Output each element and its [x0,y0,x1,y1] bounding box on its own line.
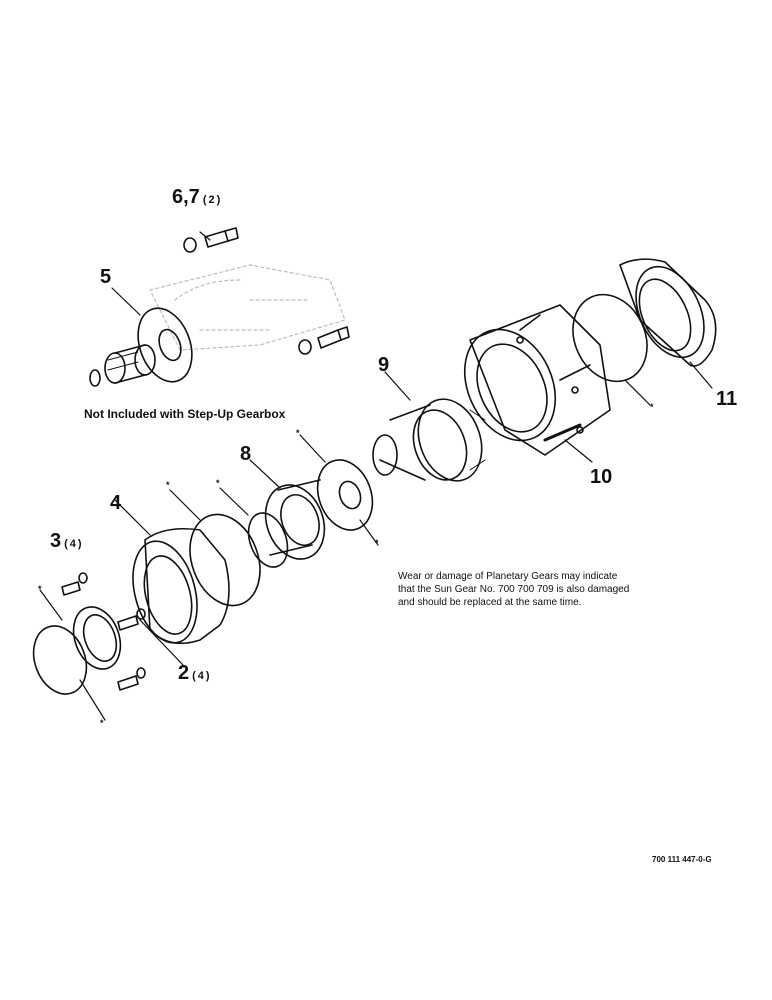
part-6-7-bolts [183,227,350,355]
callout-6-7-qty: (2) [202,194,223,206]
part-4-housing [132,527,230,645]
callout-2: 2(4) [178,662,212,685]
part-9-planet-carrier [372,398,486,482]
step-up-note: Not Included with Step-Up Gearbox [84,407,286,421]
asterisk-marker: * [100,718,104,728]
asterisk-marker: * [216,478,220,488]
bearing-snap-ring [247,512,289,568]
planetary-gear-note-line: Wear or damage of Planetary Gears may in… [398,571,618,582]
o-ring-4 [189,513,261,607]
part-2-bolt-upper [117,608,146,631]
asterisk-marker: * [296,428,300,438]
callout-6-7-number: 6,7 [172,186,200,208]
part-10-ring-gear-housing [463,304,611,456]
small-snap-ring [89,369,101,387]
figure-id: 700 111 447-0-G [652,855,712,864]
callout-10: 10 [590,466,613,488]
callout-2-number: 2 [178,662,190,684]
callout-5: 5 [100,266,112,288]
callout-6-7: 6,7(2) [172,186,222,209]
leader-lines [39,231,713,721]
asterisk-marker: * [38,584,42,594]
asterisk-marker: * [375,538,379,548]
callout-2-qty: (4) [192,670,212,682]
input-gear-stub [104,344,156,384]
callout-8: 8 [240,443,252,465]
asterisk-marker: * [650,402,654,412]
callout-11: 11 [716,388,738,410]
step-up-gearbox-ghost [149,264,346,351]
callout-3: 3(4) [50,530,84,553]
callout-3-qty: (4) [64,538,84,550]
o-ring-11 [572,293,648,383]
callout-3-number: 3 [50,530,62,552]
planetary-gear-note: Wear or damage of Planetary Gears may in… [398,570,629,609]
part-5-plate [137,307,193,383]
gasket [32,625,88,695]
asterisk-marker: * [166,480,170,490]
callout-9: 9 [378,354,390,376]
thrust-plate [316,459,374,531]
part-8-bearing [264,479,326,560]
part-3-bolt [61,572,88,596]
seal [72,606,122,670]
planetary-gear-note-line: that the Sun Gear No. 700 700 709 is als… [398,584,630,595]
planetary-gear-note-line: and should be replaced at the same time. [398,597,582,608]
callout-4: 4 [110,492,122,514]
part-2-bolt-lower [117,667,146,691]
